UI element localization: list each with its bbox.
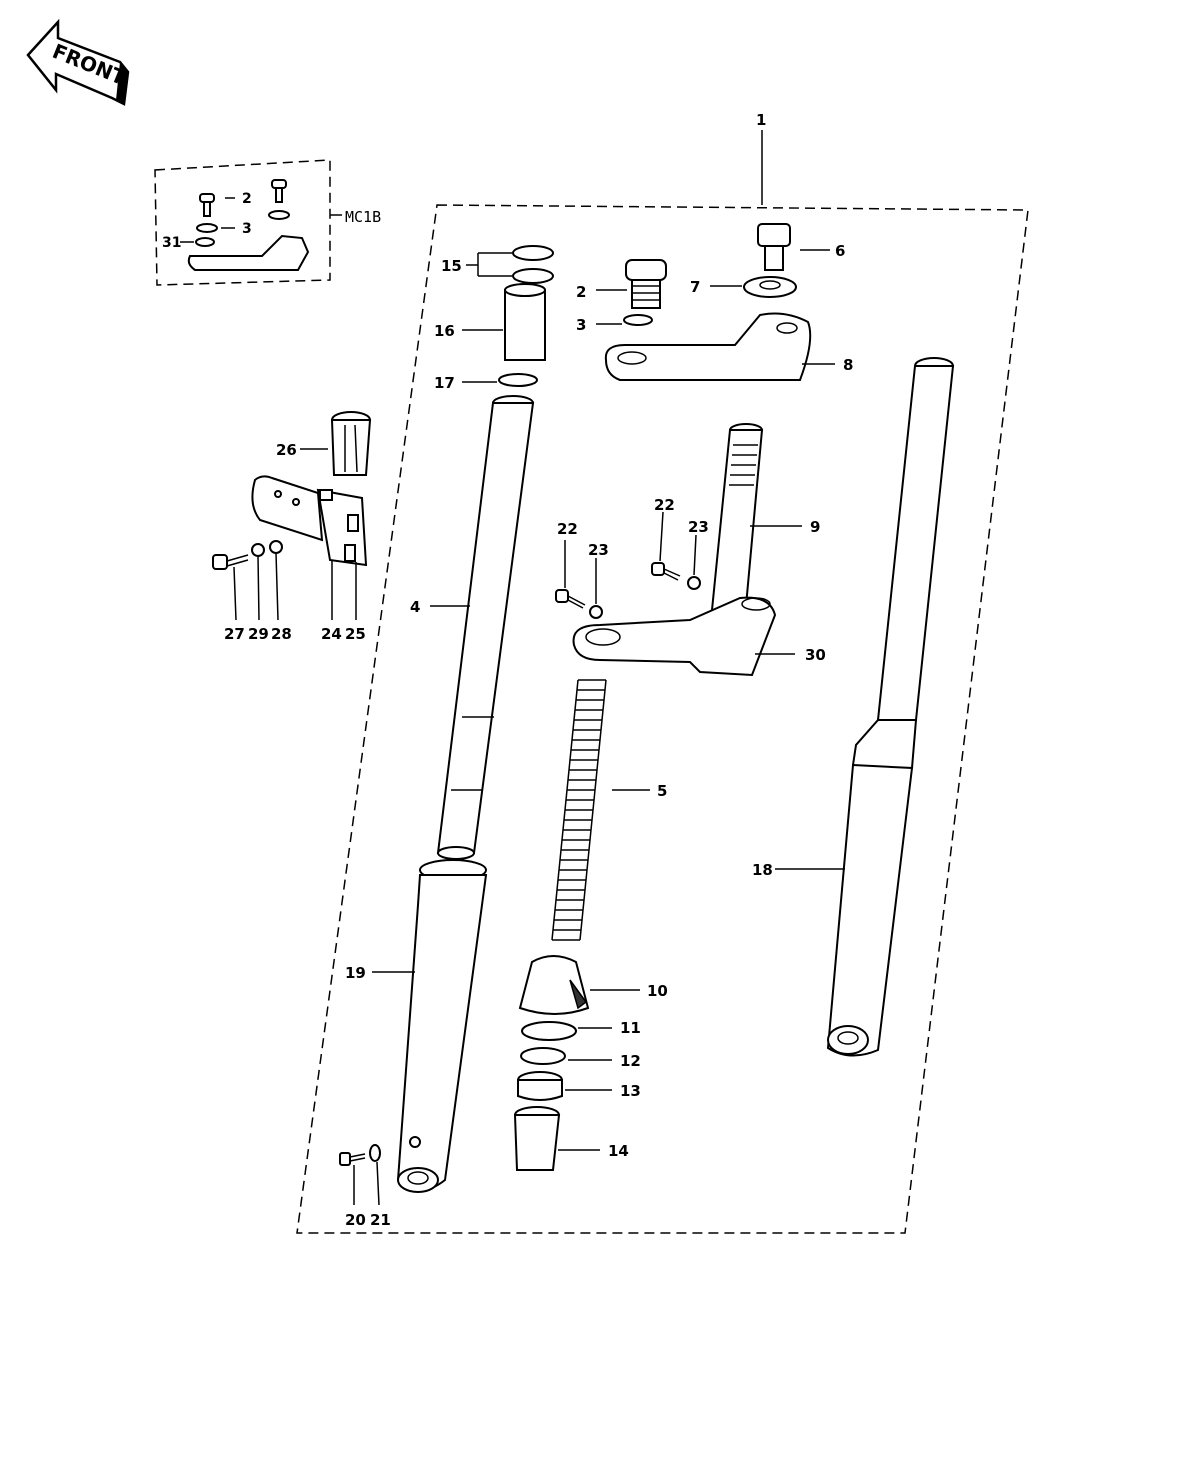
- callout-29: 29: [248, 625, 269, 643]
- mc1b-label: MC1B: [345, 208, 381, 226]
- callout-19: 19: [345, 964, 366, 982]
- callout-23-left: 23: [588, 541, 609, 559]
- upper-bracket-parts: 6 7 8: [604, 223, 853, 381]
- callout-18: 18: [752, 861, 773, 879]
- callout-26: 26: [276, 441, 297, 459]
- callout-10: 10: [647, 982, 668, 1000]
- outer-tube-left: 19: [345, 859, 488, 1193]
- headlight-bracket-group: 26 27 29 28 24 25: [212, 411, 372, 643]
- callout-16: 16: [434, 322, 455, 340]
- callout-31: 31: [162, 235, 181, 251]
- mc1b-bracket: [187, 234, 310, 271]
- callout-2: 2: [576, 283, 586, 301]
- pinch-bolts: 22 23 22 23: [555, 496, 709, 619]
- mc1b-washer: [196, 223, 218, 233]
- assembly-boundary: [296, 204, 1029, 1234]
- callout-17: 17: [434, 374, 455, 392]
- callout-21: 21: [370, 1211, 391, 1229]
- inner-tube-left: 4: [410, 395, 535, 860]
- callout-1: 1: [756, 111, 766, 129]
- fork-cap-bolt: 2 3: [576, 259, 667, 334]
- callout-8: 8: [843, 356, 853, 374]
- callout-15: 15: [441, 257, 462, 275]
- callout-7: 7: [690, 278, 700, 296]
- mc1b-washer-right: [268, 210, 290, 220]
- callout-23-right: 23: [688, 518, 709, 536]
- damper-parts: 10 11 12 13 14: [513, 955, 668, 1171]
- callout-4: 4: [410, 598, 420, 616]
- fork-assembly-right: 18: [752, 357, 955, 1057]
- fork-cap-parts: 15 16 17: [434, 245, 554, 392]
- callout-22-right: 22: [654, 496, 675, 514]
- callout-5: 5: [657, 782, 667, 800]
- callout-13: 13: [620, 1082, 641, 1100]
- front-direction-badge: FRONT: [26, 18, 129, 106]
- steering-stem: 9 30: [572, 423, 826, 677]
- mc1b-bolt-right: [271, 179, 287, 203]
- callout-9: 9: [810, 518, 820, 536]
- drain-bolt: 20 21: [339, 1144, 391, 1229]
- fork-spring: 5: [551, 679, 667, 941]
- callout-24: 24: [321, 625, 342, 643]
- callout-6: 6: [835, 242, 845, 260]
- callout-14: 14: [608, 1142, 629, 1160]
- callout-3: 3: [576, 316, 586, 334]
- mc1b-bolt-left: [199, 193, 215, 217]
- callout-25: 25: [345, 625, 366, 643]
- mc1b-variant-box: MC1B 2 3 31: [154, 159, 381, 286]
- callout-2-mc1b: 2: [242, 191, 252, 207]
- callout-20: 20: [345, 1211, 366, 1229]
- callout-27: 27: [224, 625, 245, 643]
- mc1b-washer-lower: [195, 237, 215, 247]
- callout-22-left: 22: [557, 520, 578, 538]
- callout-3-mc1b: 3: [242, 221, 252, 237]
- callout-11: 11: [620, 1019, 641, 1037]
- callout-28: 28: [271, 625, 292, 643]
- callout-30: 30: [805, 646, 826, 664]
- callout-12: 12: [620, 1052, 641, 1070]
